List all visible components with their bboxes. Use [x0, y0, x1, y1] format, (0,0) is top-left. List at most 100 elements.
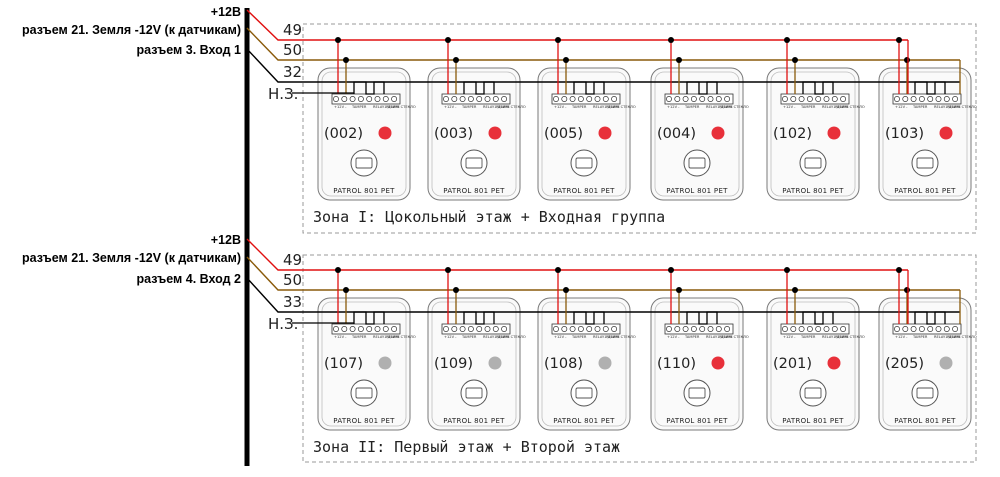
terminal-screw: [707, 326, 714, 332]
terminal-screw: [501, 96, 508, 102]
wire-ground: [246, 27, 960, 61]
terminal-screw: [790, 326, 797, 332]
terminal-screw: [391, 96, 398, 102]
input-label: разъем 3. Вход 1: [137, 43, 242, 57]
terminal-screw: [690, 326, 697, 332]
detector-inner-outline: [770, 301, 856, 427]
wire-number-input: 32: [283, 63, 302, 81]
sensor-window: [916, 387, 934, 399]
relay-loop: [353, 311, 385, 325]
junction-dot: [792, 57, 798, 63]
terminal-label-tamper: TAMPER: [351, 105, 367, 109]
terminal-label-power: +12V -: [895, 335, 908, 339]
led-red-icon: [939, 126, 953, 140]
junction-dot: [784, 37, 790, 43]
terminal-screw: [902, 96, 909, 102]
terminal-label-tamper: TAMPER: [461, 105, 477, 109]
terminal-label-power: +12V -: [554, 105, 567, 109]
terminal-screw: [707, 96, 714, 102]
detector-inner-outline: [770, 71, 856, 197]
wire-number-ground: 50: [283, 41, 302, 59]
detector-model: PATROL 801 PET: [443, 417, 505, 425]
terminal-screw: [553, 96, 559, 102]
terminal-label-relay1: RELAY1 ДВИЖ: [822, 335, 849, 339]
terminal-screw: [561, 96, 568, 102]
terminal-label-tamper: TAMPER: [571, 105, 587, 109]
terminal-screw: [831, 96, 838, 102]
terminal-label-power: +12V -: [667, 335, 680, 339]
terminal-screw: [790, 96, 797, 102]
relay-loop: [353, 81, 385, 95]
terminal-screw: [682, 96, 689, 102]
terminal-screw: [349, 96, 356, 102]
terminal-screw: [724, 96, 731, 102]
terminal-screw: [715, 326, 722, 332]
terminal-screw: [594, 326, 601, 332]
detector-id: (103): [885, 126, 924, 142]
terminal-label-relay2: RELAY2 СТЕКЛО: [719, 105, 749, 109]
terminal-screw: [935, 96, 942, 102]
terminal-label-relay2: RELAY2 СТЕКЛО: [835, 335, 865, 339]
terminal-screw: [451, 326, 458, 332]
junction-dot: [335, 37, 341, 43]
junction-dot: [343, 287, 349, 293]
junction-dot: [563, 287, 569, 293]
terminal-screw: [333, 326, 339, 332]
terminal-screw: [357, 96, 364, 102]
terminal-screw: [382, 326, 389, 332]
terminal-screw: [918, 326, 925, 332]
terminal-screw: [690, 96, 697, 102]
ground-label: разъем 21. Земля -12V (к датчикам): [22, 23, 241, 37]
detector-model: PATROL 801 PET: [782, 417, 844, 425]
terminal-label-relay1: RELAY1 ДВИЖ: [706, 335, 733, 339]
wire-input: [246, 277, 960, 313]
terminal-screw: [492, 96, 499, 102]
detector-id: (004): [657, 126, 696, 142]
led-gray-icon: [378, 356, 392, 370]
detector-id: (003): [434, 126, 473, 142]
zone-border: [302, 23, 977, 234]
terminal-label-relay2: RELAY2 СТЕКЛО: [386, 105, 416, 109]
terminal-screw: [366, 96, 373, 102]
terminal-screw: [341, 326, 348, 332]
junction-dot: [453, 287, 459, 293]
terminal-screw: [699, 326, 706, 332]
terminal-label-relay1: RELAY1 ДВИЖ: [483, 335, 510, 339]
terminal-screw: [459, 326, 466, 332]
terminal-label-relay2: RELAY2 СТЕКЛО: [606, 105, 636, 109]
terminal-screw: [561, 326, 568, 332]
terminal-label-tamper: TAMPER: [461, 335, 477, 339]
terminal-screw: [831, 326, 838, 332]
terminal-screw: [674, 96, 681, 102]
terminal-screw: [391, 326, 398, 332]
led-red-icon: [711, 126, 725, 140]
detector-model: PATROL 801 PET: [333, 187, 395, 195]
sensor-window: [688, 387, 706, 399]
detector-model: PATROL 801 PET: [894, 417, 956, 425]
terminal-screw: [586, 96, 593, 102]
terminal-screw: [602, 96, 609, 102]
detector-inner-outline: [541, 301, 627, 427]
led-red-icon: [827, 126, 841, 140]
junction-dot: [453, 57, 459, 63]
terminal-label-tamper: TAMPER: [912, 335, 928, 339]
terminal-screw: [840, 96, 847, 102]
wire-input: [246, 48, 960, 83]
detector-id: (102): [773, 126, 812, 142]
detector-model: PATROL 801 PET: [333, 417, 395, 425]
detector-inner-outline: [541, 71, 627, 197]
terminal-screw: [952, 96, 959, 102]
detector-id: (107): [324, 356, 363, 372]
zone-border: [302, 254, 977, 463]
terminal-label-relay2: RELAY2 СТЕКЛО: [719, 335, 749, 339]
relay-loop: [686, 311, 718, 325]
terminal-label-relay2: RELAY2 СТЕКЛО: [496, 335, 526, 339]
